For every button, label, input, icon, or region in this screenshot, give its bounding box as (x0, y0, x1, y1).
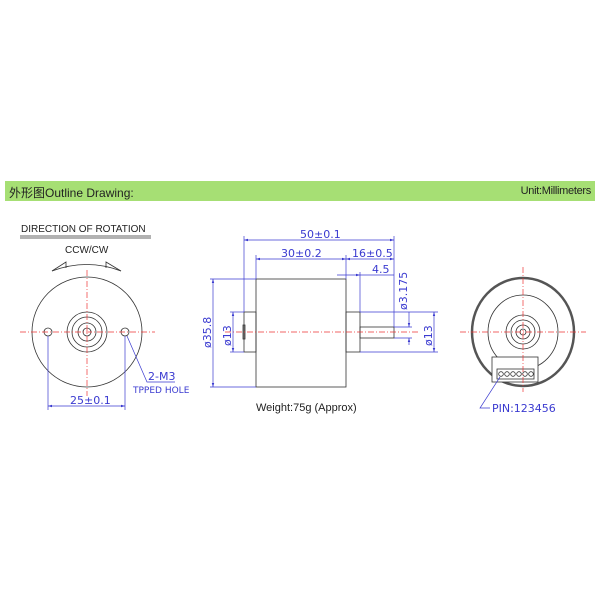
pin-label: PIN:123456 (492, 402, 556, 415)
section-header-bar: 外形图Outline Drawing: Unit:Millimeters (5, 181, 595, 201)
body-dia-label: ø35.8 (201, 317, 214, 348)
section-title: 外形图Outline Drawing: (9, 186, 134, 200)
hole-spec-label: 2-M3 (148, 370, 175, 383)
pin (516, 371, 522, 377)
connector-pins (498, 371, 534, 377)
pin (528, 371, 534, 377)
body-length-label: 30±0.2 (281, 247, 322, 260)
unit-label: Unit:Millimeters (520, 185, 592, 197)
weight-label: Weight:75g (Approx) (256, 402, 357, 414)
pin (498, 371, 504, 377)
flat-label: 4.5 (372, 263, 390, 276)
front-view: DIRECTION OF ROTATION CCW/CW 25±0.1 2-M3… (20, 224, 190, 410)
rotation-title: DIRECTION OF ROTATION (21, 224, 146, 235)
side-view: 50±0.1 30±0.2 16±0.5 4.5 ø3.175 ø13 ø13 … (201, 228, 438, 414)
hole-note-label: TPPED HOLE (132, 386, 190, 396)
rotation-label: CCW/CW (65, 245, 109, 256)
rotation-arc-icon (51, 264, 122, 272)
rear-view: PIN:123456 (460, 267, 586, 415)
shaft (359, 326, 395, 339)
hole-spacing-label: 25±0.1 (70, 394, 111, 407)
front-boss-dia-label: ø13 (422, 325, 435, 346)
pin-header (496, 368, 535, 380)
rear-boss-dia-label: ø13 (221, 325, 234, 346)
shaft-dia-label: ø3.175 (397, 272, 410, 310)
pin (504, 371, 510, 377)
ccw-arrow-icon (51, 261, 67, 272)
shaft-length-label: 16±0.5 (352, 247, 393, 260)
cw-arrow-icon (105, 261, 122, 272)
motor-body (255, 278, 347, 388)
hole-leader (126, 335, 175, 383)
overall-length-label: 50±0.1 (300, 228, 341, 241)
pin (510, 371, 516, 377)
pin-leader (479, 376, 501, 409)
